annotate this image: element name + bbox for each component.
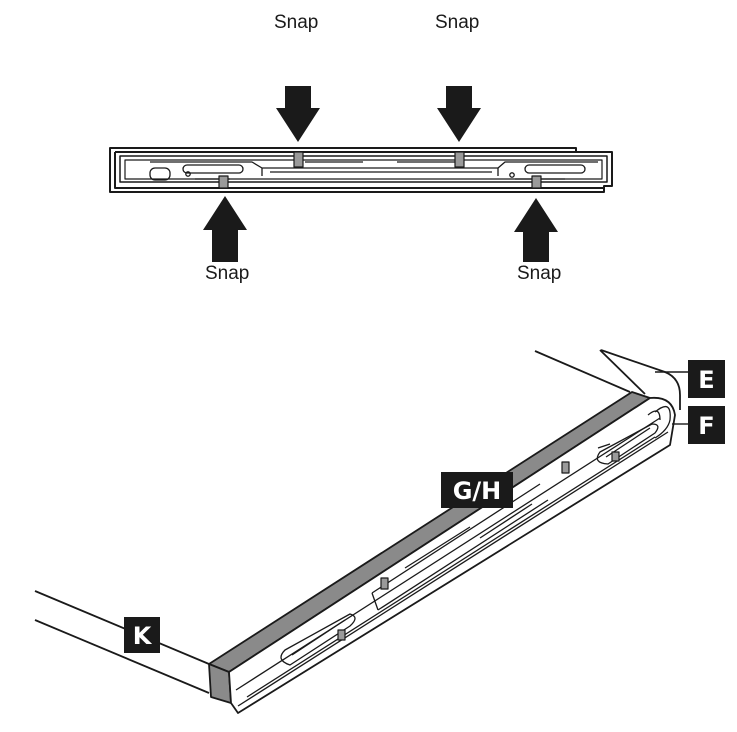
snap-tab <box>454 151 465 168</box>
rail-channel-lines <box>235 405 671 707</box>
perspective-view <box>34 349 688 714</box>
rail-inner-features <box>149 161 598 181</box>
snap-tab <box>293 151 304 168</box>
snap-label-top-right: Snap <box>435 12 479 33</box>
top-view: Snap Snap Snap Snap <box>109 12 613 284</box>
snap-tab <box>561 461 570 474</box>
panel-e <box>534 349 688 410</box>
down-arrow-icon <box>437 86 481 142</box>
rail-front-face <box>208 391 651 673</box>
callout-e-label: E <box>698 366 714 394</box>
panel-k <box>34 590 210 694</box>
callout-k: K <box>124 617 160 653</box>
snap-tabs <box>218 151 542 189</box>
down-arrow-icon <box>276 86 320 142</box>
snap-label-top-left: Snap <box>274 12 318 33</box>
snap-tab <box>218 175 229 189</box>
callout-f: F <box>672 406 725 444</box>
callout-f-label: F <box>698 412 714 440</box>
snap-label-bottom-left: Snap <box>205 263 249 284</box>
callout-k-label: K <box>133 622 153 650</box>
callout-e: E <box>688 360 725 398</box>
rail-snap-tabs <box>337 451 620 641</box>
callout-gh: G/H <box>441 472 513 508</box>
snap-tab <box>380 577 389 590</box>
snap-tab <box>337 629 346 641</box>
callout-gh-label: G/H <box>453 477 502 505</box>
snap-tab <box>611 451 620 462</box>
snap-label-bottom-right: Snap <box>517 263 561 284</box>
up-arrow-icon <box>203 196 247 262</box>
up-arrow-icon <box>514 198 558 262</box>
rail-top-view <box>109 147 613 193</box>
snap-tab <box>531 175 542 189</box>
